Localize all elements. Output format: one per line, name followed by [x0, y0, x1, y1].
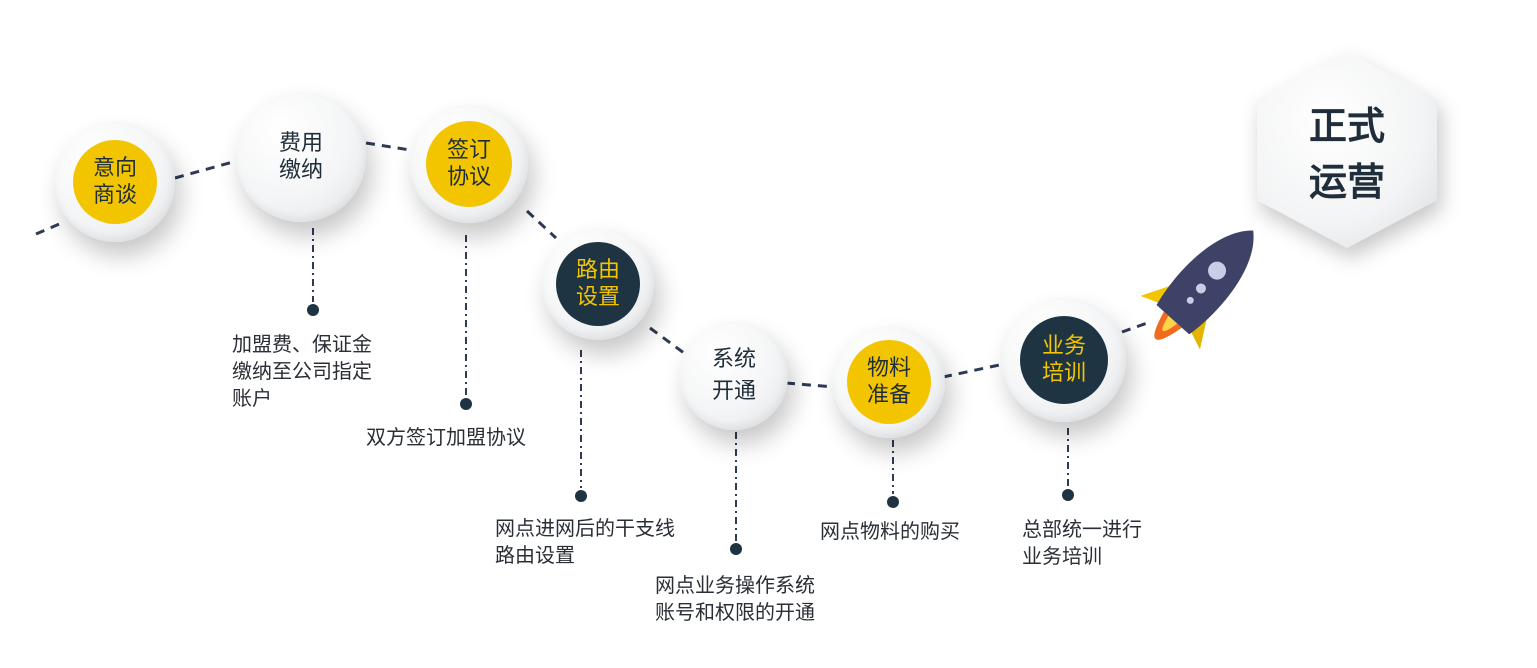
connector-dot	[575, 490, 587, 502]
description-fee: 加盟费、保证金 缴纳至公司指定 账户	[232, 332, 372, 410]
description-agreement: 双方签订加盟协议	[366, 425, 526, 449]
step-4-label: 路由 设置	[556, 242, 640, 326]
timeline-segment	[35, 220, 65, 236]
connector-dot	[307, 304, 319, 316]
final-stage-label: 正式 运营	[1308, 104, 1385, 204]
timeline-segment	[365, 141, 411, 152]
step-node-6: 物料 准备	[833, 326, 945, 438]
step-5-label: 系统 开通	[711, 347, 756, 404]
step-node-7: 业务 培训	[1002, 298, 1126, 422]
step-3-label: 签订 协议	[426, 121, 512, 207]
timeline-segment	[942, 362, 1005, 379]
connector-dot	[887, 496, 899, 508]
connector-dot	[460, 398, 472, 410]
step-node-2: 费用 缴纳	[236, 92, 366, 222]
rocket-window	[1195, 283, 1206, 294]
connector-dot	[730, 543, 742, 555]
step-node-4: 路由 设置	[542, 228, 654, 340]
connectors	[312, 228, 1069, 541]
rocket-flame	[1162, 315, 1178, 332]
step-node-3: 签订 协议	[410, 105, 528, 223]
description-system: 网点业务操作系统 账号和权限的开通	[655, 573, 815, 624]
rocket-icon	[1140, 230, 1254, 350]
step-node-1: 意向 商谈	[55, 122, 175, 242]
connector-dot	[1062, 489, 1074, 501]
step-2-label: 费用 缴纳	[278, 130, 323, 184]
rocket-body	[1156, 230, 1254, 335]
description-training: 总部统一进行 业务培训	[1022, 517, 1142, 568]
timeline-segment	[1121, 320, 1151, 334]
timeline-segment	[174, 158, 241, 180]
step-6-label: 物料 准备	[847, 340, 931, 424]
timeline-segment	[525, 209, 558, 240]
rocket-window	[1208, 261, 1227, 280]
step-7-label: 业务 培训	[1020, 316, 1108, 404]
timeline-segment	[649, 326, 685, 355]
timeline-dashes	[35, 141, 1151, 389]
final-hexagon	[1257, 52, 1437, 248]
description-materials: 网点物料的购买	[820, 519, 960, 543]
step-1-label: 意向 商谈	[73, 140, 157, 224]
description-routing: 网点进网后的干支线 路由设置	[495, 516, 675, 567]
rocket-window	[1186, 296, 1194, 304]
timeline-segment	[785, 381, 835, 389]
step-node-5: 系统 开通	[680, 322, 788, 430]
connector-dots	[307, 304, 1074, 555]
